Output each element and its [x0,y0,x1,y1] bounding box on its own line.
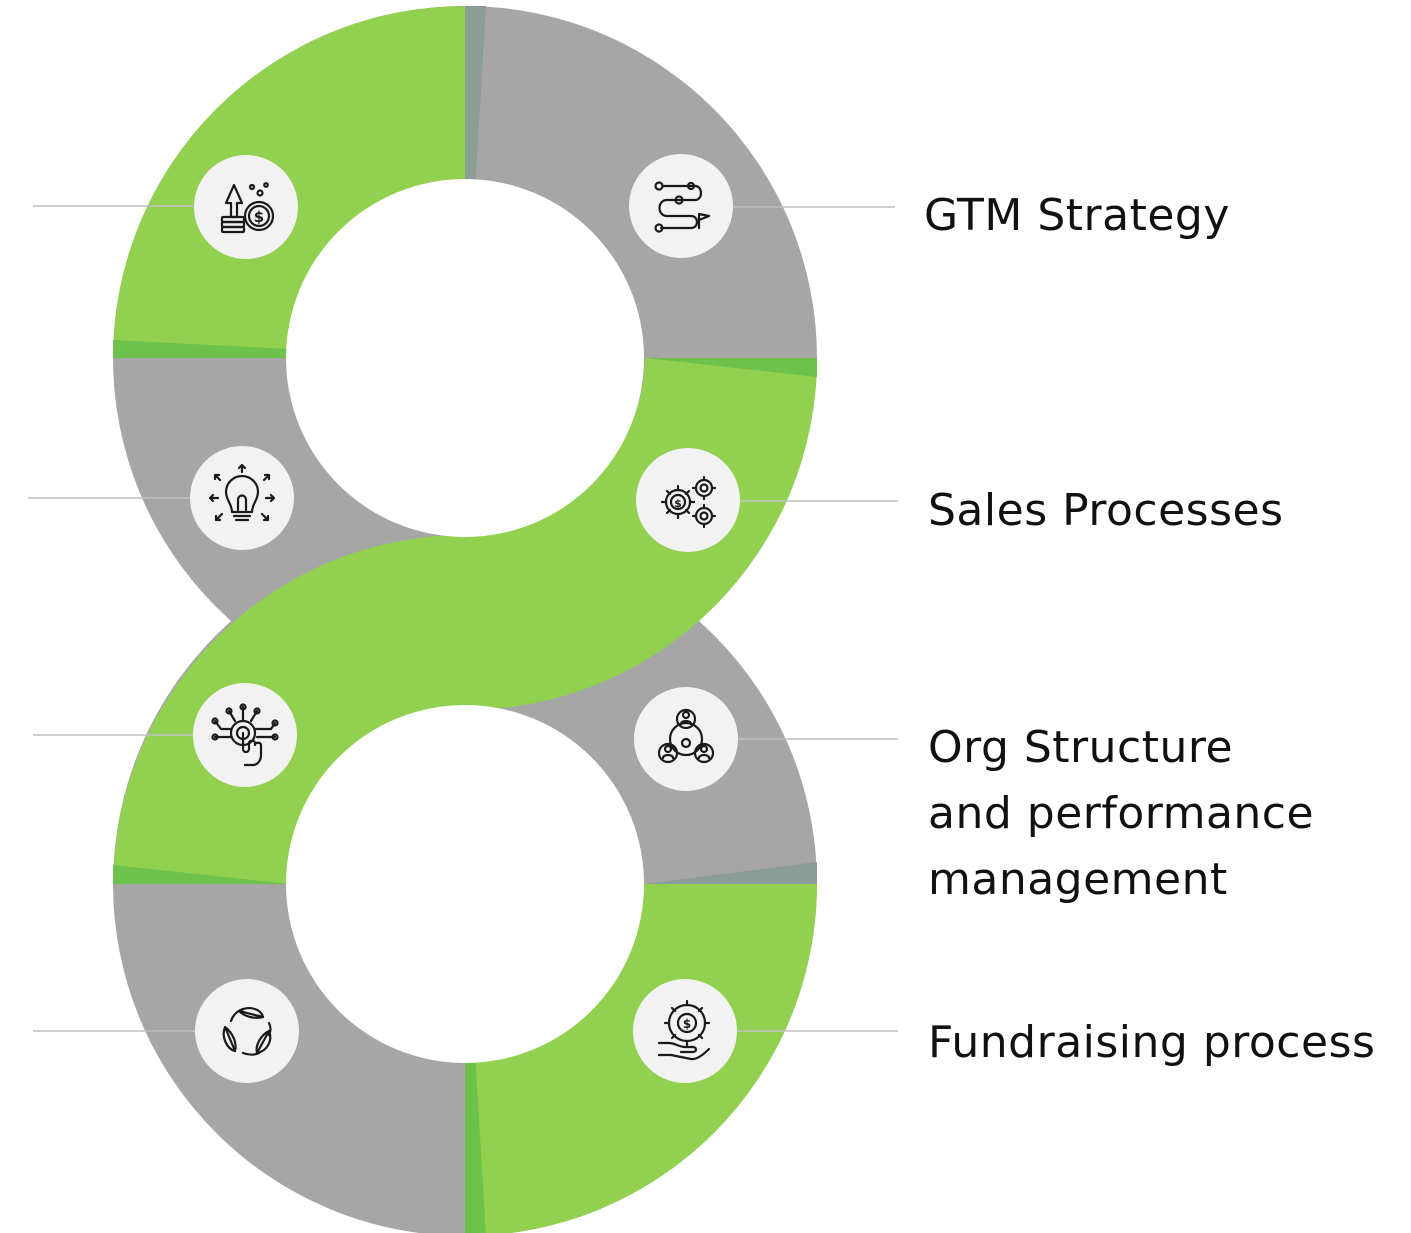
fundraising-hand-icon: $ [657,999,711,1061]
idea-bulb-icon [208,463,276,522]
icon-circle-right-1 [629,154,733,258]
icon-circle-left-1 [194,155,298,259]
icon-circles [190,154,740,1083]
icon-circle-right-2 [636,448,740,552]
svg-text:$: $ [683,1017,691,1031]
label-org-structure: Org Structure and performance management [928,715,1314,913]
money-growth-icon: $ [220,182,275,234]
seam-upper-left [113,340,465,358]
dollar-gears-icon: $ [660,475,717,529]
label-sales-processes: Sales Processes [928,485,1284,536]
seam-lower-right [645,862,817,884]
icon-circle-left-4 [195,979,299,1083]
touch-network-icon [211,703,279,767]
label-org-line-2: and performance [928,788,1315,839]
team-structure-icon [657,708,715,764]
label-gtm-strategy: GTM Strategy [924,190,1230,241]
icon-circle-left-2 [190,446,294,550]
label-org-line-1: Org Structure [928,722,1234,773]
svg-text:$: $ [254,208,264,226]
seam-lower-left [113,865,290,884]
recycle-leaves-icon [222,1007,272,1056]
roadmap-path-icon [654,181,711,233]
connector-lines [28,205,898,1032]
label-org-line-3: management [928,854,1228,905]
label-fundraising-process: Fundraising process [928,1017,1376,1068]
svg-text:$: $ [674,497,682,510]
icon-circle-left-3 [193,683,297,787]
seam-bottom [465,884,486,1233]
seam-top [465,6,486,358]
seam-upper-right [645,358,817,377]
